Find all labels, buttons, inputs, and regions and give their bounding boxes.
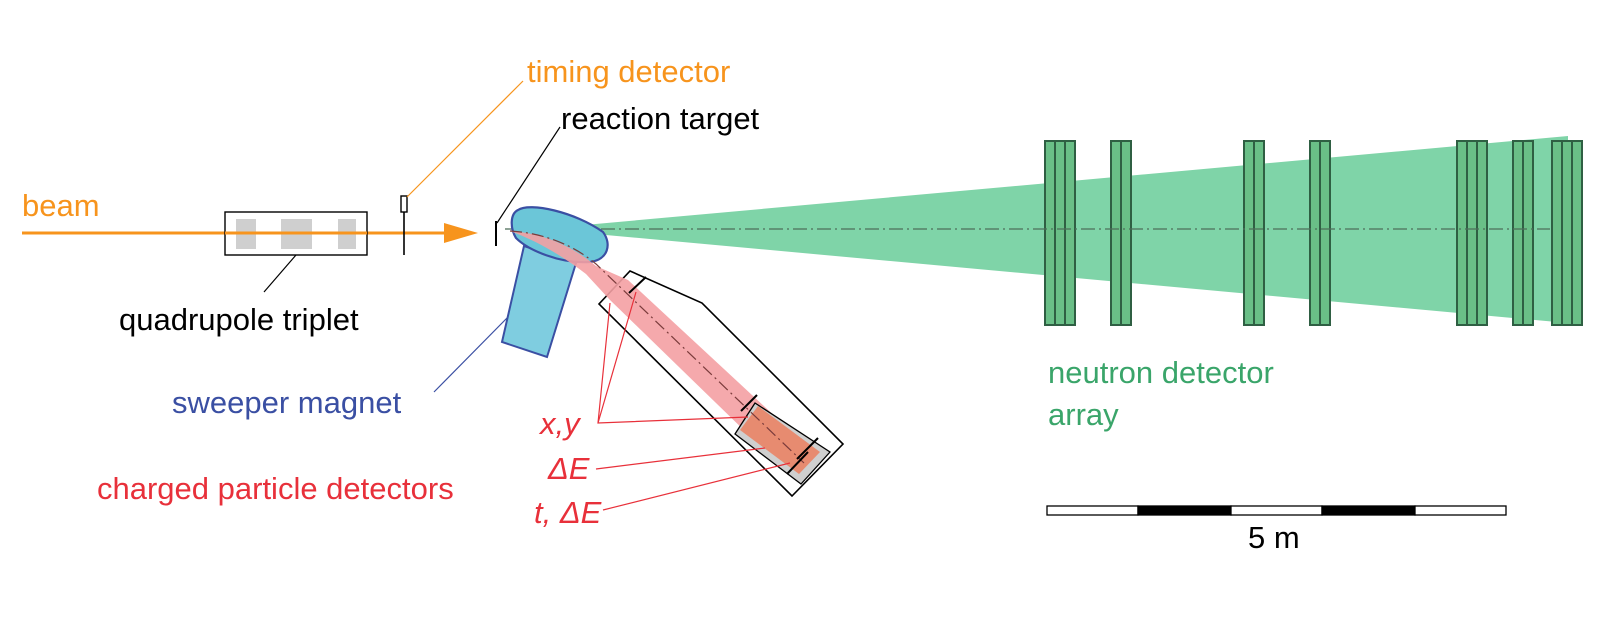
neutron-array-label-line1: neutron detector	[1048, 355, 1274, 390]
quadrupole-leader	[263, 254, 297, 293]
fragment-axis	[509, 230, 805, 464]
sweeper-leader	[433, 316, 509, 393]
beam-label: beam	[22, 188, 100, 223]
t-delta-e-label: t, ΔE	[534, 495, 602, 530]
sweeper-magnet-label: sweeper magnet	[172, 385, 402, 420]
delta-e-label: ΔE	[547, 451, 590, 486]
reaction-target-leader	[496, 126, 561, 224]
timing-detector	[400, 195, 408, 255]
detector-wall	[1243, 140, 1265, 326]
xy-label: x,y	[538, 406, 582, 441]
reaction-target-label: reaction target	[561, 101, 760, 136]
fragment-beam	[510, 231, 807, 472]
neutron-detector-walls	[1044, 140, 1583, 326]
beam-arrow	[444, 223, 478, 243]
sweeper-magnet-yoke	[500, 244, 578, 359]
timing-detector-label: timing detector	[527, 54, 730, 89]
charged-particle-detector-box	[597, 270, 845, 498]
neutron-array-label-line2: array	[1048, 397, 1119, 432]
charged-particle-detectors-label: charged particle detectors	[97, 471, 454, 506]
scale-bar-label: 5 m	[1248, 520, 1300, 555]
timing-detector-leader	[406, 80, 524, 198]
detector-wall	[1551, 140, 1583, 326]
detector-wall	[1110, 140, 1132, 326]
detector-wall	[1512, 140, 1534, 326]
scale-bar	[1046, 505, 1507, 516]
detector-wall	[1044, 140, 1076, 326]
quadrupole-triplet-label: quadrupole triplet	[119, 302, 359, 337]
detector-leaders	[595, 291, 791, 511]
detector-wall	[1309, 140, 1331, 326]
quadrupole-triplet	[224, 211, 368, 256]
position-detectors	[628, 276, 819, 475]
detector-wall	[1456, 140, 1488, 326]
